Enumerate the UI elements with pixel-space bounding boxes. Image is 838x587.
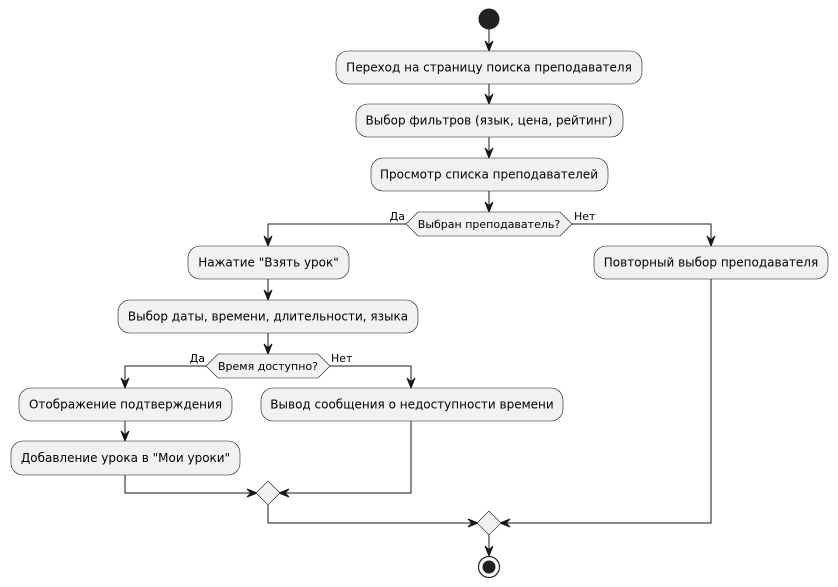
activity-a7: Добавление урока в "Мои уроки"	[10, 440, 241, 476]
branch-yes-label: Да	[190, 352, 205, 365]
activity-a2: Выбор фильтров (язык, цена, рейтинг)	[355, 103, 624, 138]
branch-no-label: Нет	[331, 352, 353, 365]
activity-a3: Просмотр списка преподавателей	[370, 157, 609, 192]
end-node	[477, 555, 501, 579]
activity-label: Нажатие "Взять урок"	[198, 256, 339, 270]
activity-a9: Повторный выбор преподавателя	[593, 245, 829, 280]
activity-label: Просмотр списка преподавателей	[380, 168, 598, 182]
decision-d2: Время доступно? Да Нет	[190, 352, 353, 379]
activity-label: Вывод сообщения о недоступности времени	[270, 398, 553, 412]
branch-no-label: Нет	[574, 210, 596, 223]
decision-d1: Выбран преподаватель? Да Нет	[390, 210, 596, 237]
activity-label: Выбор даты, времени, длительности, языка	[128, 310, 408, 324]
decision-label: Время доступно?	[218, 360, 318, 373]
activity-label: Добавление урока в "Мои уроки"	[21, 451, 230, 465]
branch-yes-label: Да	[390, 210, 405, 223]
activity-a4: Нажатие "Взять урок"	[187, 245, 350, 280]
activity-a8: Вывод сообщения о недоступности времени	[260, 387, 564, 422]
activity-a1: Переход на страницу поиска преподавателя	[335, 50, 643, 85]
activity-a5: Выбор даты, времени, длительности, языка	[117, 299, 419, 334]
start-node	[478, 8, 500, 30]
activity-label: Повторный выбор преподавателя	[604, 256, 818, 270]
merge-node-1	[255, 480, 281, 506]
activity-label: Переход на страницу поиска преподавателя	[346, 61, 632, 75]
decision-label: Выбран преподаватель?	[418, 218, 561, 231]
activity-label: Выбор фильтров (язык, цена, рейтинг)	[366, 114, 613, 128]
edges	[120, 29, 716, 558]
merge-node-2	[476, 510, 502, 536]
activity-a6: Отображение подтверждения	[18, 387, 233, 422]
activity-label: Отображение подтверждения	[29, 398, 222, 412]
